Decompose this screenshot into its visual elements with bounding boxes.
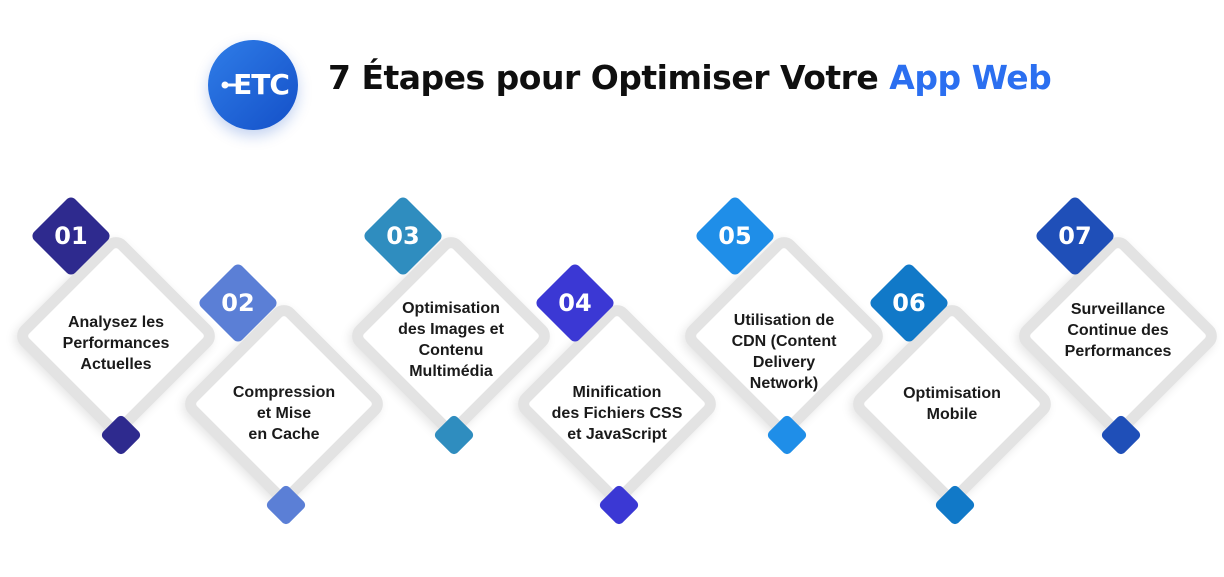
step-label: Surveillance Continue des Performances bbox=[1064, 301, 1172, 360]
step-label: Optimisation Mobile bbox=[903, 385, 1001, 423]
step-number: 02 bbox=[221, 289, 255, 317]
step-label: Compression et Mise en Cache bbox=[232, 384, 336, 443]
etc-logo: ETC bbox=[208, 40, 298, 130]
page-title: 7 Étapes pour Optimiser Votre App Web bbox=[328, 58, 1052, 97]
step-number: 06 bbox=[892, 289, 926, 317]
step-number: 03 bbox=[386, 222, 420, 250]
step-number: 07 bbox=[1058, 222, 1092, 250]
step-label: Optimisation des Images et Contenu Multi… bbox=[398, 300, 504, 380]
step-number: 01 bbox=[54, 222, 88, 250]
header: ETC 7 Étapes pour Optimiser Votre App We… bbox=[0, 0, 1224, 160]
title-main: 7 Étapes pour Optimiser Votre bbox=[328, 58, 890, 97]
logo-text: ETC bbox=[233, 68, 290, 101]
step-number: 05 bbox=[718, 222, 752, 250]
title-highlight: App Web bbox=[889, 58, 1052, 97]
step-number: 04 bbox=[558, 289, 592, 317]
step-label: Utilisation de CDN (Content Delivery Net… bbox=[731, 312, 837, 392]
plug-icon bbox=[221, 81, 238, 89]
step-label: Analysez les Performances Actuelles bbox=[62, 314, 170, 373]
step-label: Minification des Fichiers CSS et JavaScr… bbox=[551, 384, 683, 443]
